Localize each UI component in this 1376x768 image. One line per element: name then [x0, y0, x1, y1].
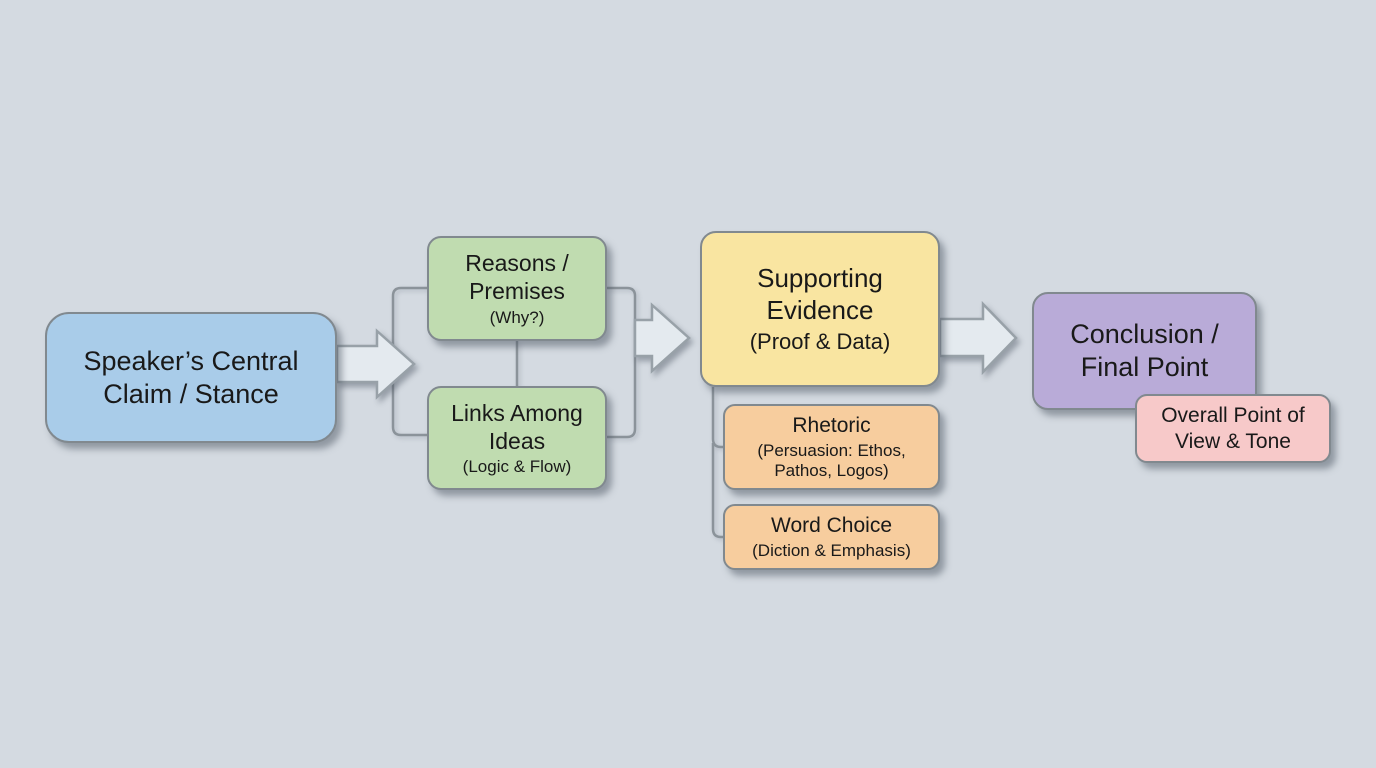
node-supporting-evidence: Supporting Evidence (Proof & Data) [700, 231, 940, 387]
node-supporting-evidence-label: Supporting Evidence [757, 263, 883, 326]
flow-arrow-evidence-to-conclusion [938, 300, 1018, 376]
node-word-choice-sublabel: (Diction & Emphasis) [752, 540, 911, 560]
node-links-among-ideas-sublabel: (Logic & Flow) [462, 457, 572, 477]
node-links-among-ideas: Links Among Ideas (Logic & Flow) [427, 386, 607, 490]
node-word-choice: Word Choice (Diction & Emphasis) [723, 504, 940, 570]
node-rhetoric: Rhetoric (Persuasion: Ethos, Pathos, Log… [723, 404, 940, 490]
node-overall-point-of-view-tone-label: Overall Point of View & Tone [1161, 403, 1305, 453]
connector-merge-to-evidence [607, 286, 637, 439]
connector-evidence-children [711, 387, 723, 539]
node-overall-point-of-view-tone: Overall Point of View & Tone [1135, 394, 1331, 463]
flow-arrow-claim-to-branches [335, 328, 416, 400]
connector-claim-branch [391, 286, 427, 437]
node-reasons-premises: Reasons / Premises (Why?) [427, 236, 607, 341]
node-reasons-premises-sublabel: (Why?) [489, 307, 545, 327]
node-speakers-central-claim: Speaker’s Central Claim / Stance [45, 312, 337, 443]
node-rhetoric-sublabel: (Persuasion: Ethos, Pathos, Logos) [757, 440, 906, 480]
node-speakers-central-claim-label: Speaker’s Central Claim / Stance [83, 345, 299, 409]
node-links-among-ideas-label: Links Among Ideas [451, 399, 583, 454]
flow-arrow-branches-to-evidence [633, 302, 691, 374]
node-rhetoric-label: Rhetoric [792, 414, 871, 438]
node-reasons-premises-label: Reasons / Premises [465, 250, 569, 305]
node-supporting-evidence-sublabel: (Proof & Data) [749, 328, 891, 354]
node-conclusion-final-point-label: Conclusion / Final Point [1070, 319, 1219, 382]
node-conclusion-final-point: Conclusion / Final Point [1032, 292, 1257, 410]
node-word-choice-label: Word Choice [771, 514, 892, 538]
